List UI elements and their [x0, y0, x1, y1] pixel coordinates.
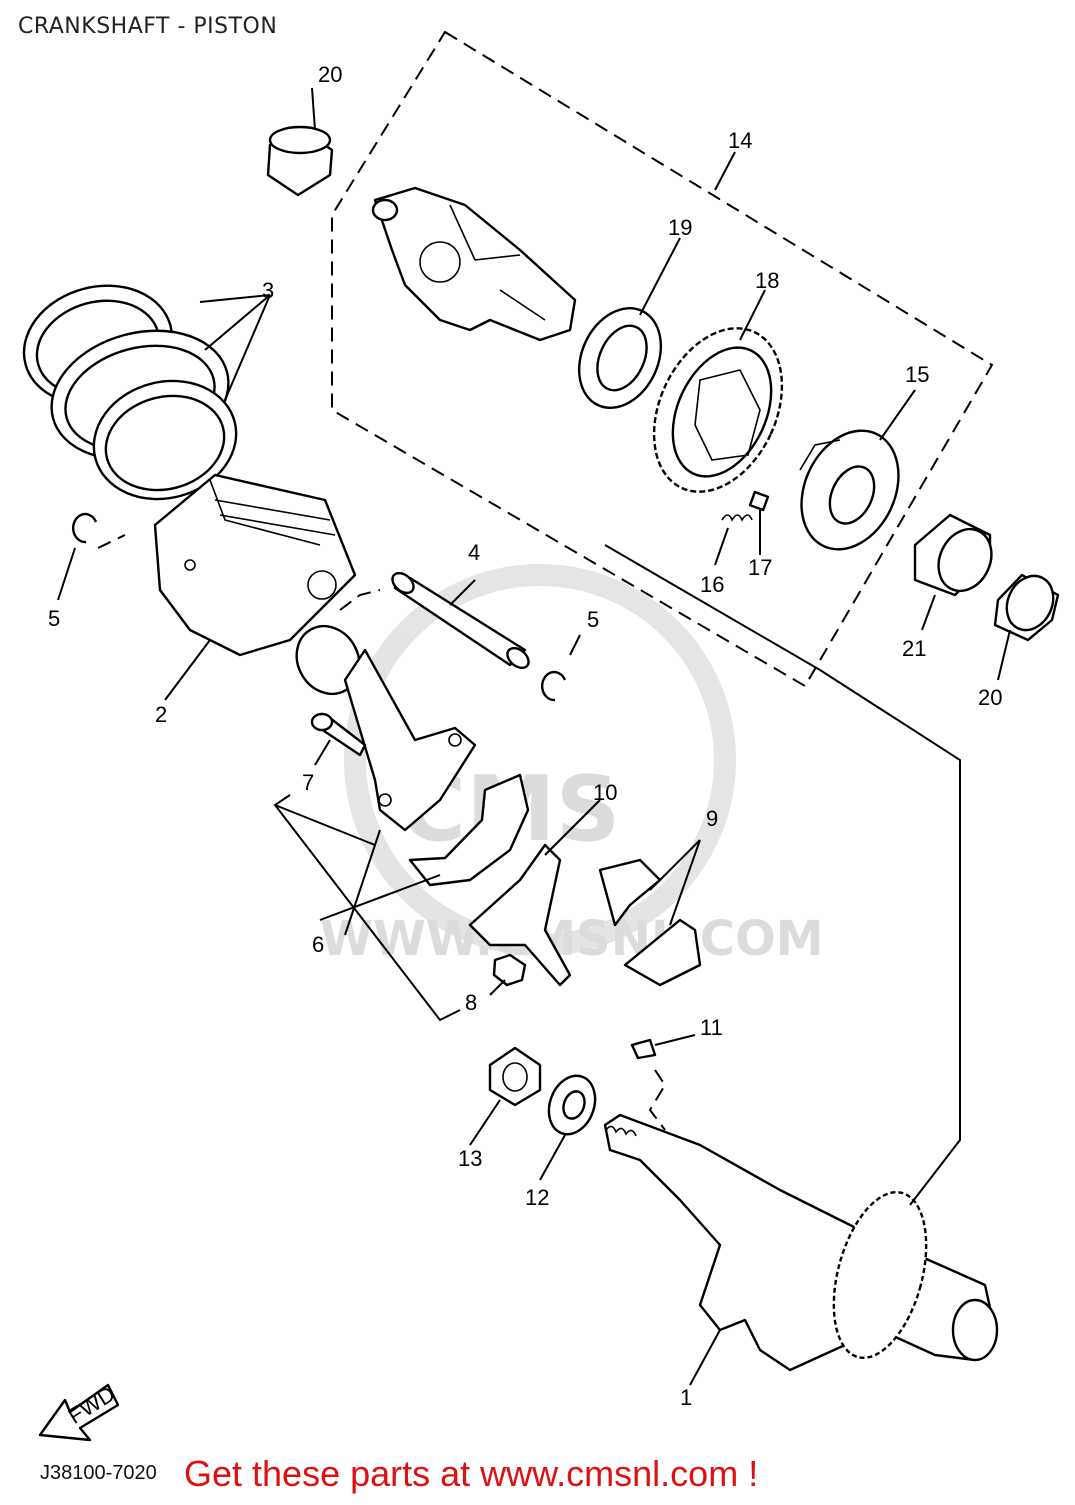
bearing-20-right: [993, 573, 1060, 642]
callout-6: 6: [312, 932, 324, 957]
bolt-7: [310, 712, 367, 757]
fwd-arrow-icon: FWD: [38, 1381, 119, 1442]
callout-14: 14: [728, 128, 752, 153]
balancer-gear-18: [652, 327, 784, 493]
watermark-url-text: WWW.CMSNL.COM: [320, 911, 824, 967]
connecting-rod: [295, 624, 477, 832]
callout-4: 4: [468, 540, 480, 565]
nut-13: [488, 1046, 542, 1107]
callout-12: 12: [525, 1185, 549, 1210]
diagram-title: CRANKSHAFT - PISTON: [18, 14, 278, 39]
callout-13: 13: [458, 1146, 482, 1171]
callout-8: 8: [465, 990, 477, 1015]
callout-16: 16: [700, 572, 724, 597]
callout-numbers: 20 3 14 19 18 15 16 17 21 20 4 5 5 2 7 1…: [48, 62, 1002, 1410]
nut-8: [492, 953, 527, 987]
callout-11: 11: [700, 1015, 723, 1040]
bearing-21: [913, 513, 993, 597]
callout-17: 17: [748, 555, 772, 580]
bearing-shells-9: [598, 858, 702, 987]
crankshaft-1: [603, 1113, 999, 1372]
bearing-20-top: [266, 125, 334, 197]
balancer-shaft: [371, 186, 577, 342]
spring-16: [721, 514, 753, 522]
leader-lines: [57, 87, 1011, 1386]
balancer-hub-15: [799, 429, 900, 551]
rod-cap: [408, 773, 530, 887]
callout-7: 7: [302, 770, 314, 795]
key-11: [630, 1038, 657, 1060]
balancer-group-outline: [331, 30, 994, 688]
circlip-5-left: [72, 512, 98, 544]
pin-17: [748, 490, 770, 512]
callout-2: 2: [155, 702, 167, 727]
callout-1: 1: [680, 1385, 692, 1410]
circlip-5-right: [541, 670, 567, 702]
callout-15: 15: [905, 362, 929, 387]
washer-12: [547, 1074, 597, 1136]
callout-20-top: 20: [318, 62, 342, 87]
callout-20-right: 20: [978, 685, 1002, 710]
piston-rings-3: [22, 284, 238, 501]
promo-link[interactable]: Get these parts at www.cmsnl.com !: [184, 1453, 759, 1494]
diagram-code: J38100-7020: [40, 1462, 157, 1484]
piston-pin-4: [391, 571, 530, 670]
callout-3: 3: [262, 278, 274, 303]
piston-2: [153, 473, 357, 657]
callout-21: 21: [902, 636, 926, 661]
callout-19: 19: [668, 215, 692, 240]
callout-9: 9: [706, 806, 718, 831]
callout-10: 10: [593, 780, 617, 805]
callout-5-left: 5: [48, 606, 60, 631]
callout-5-right: 5: [587, 607, 599, 632]
callout-18: 18: [755, 268, 779, 293]
bracket-10: [468, 843, 572, 987]
